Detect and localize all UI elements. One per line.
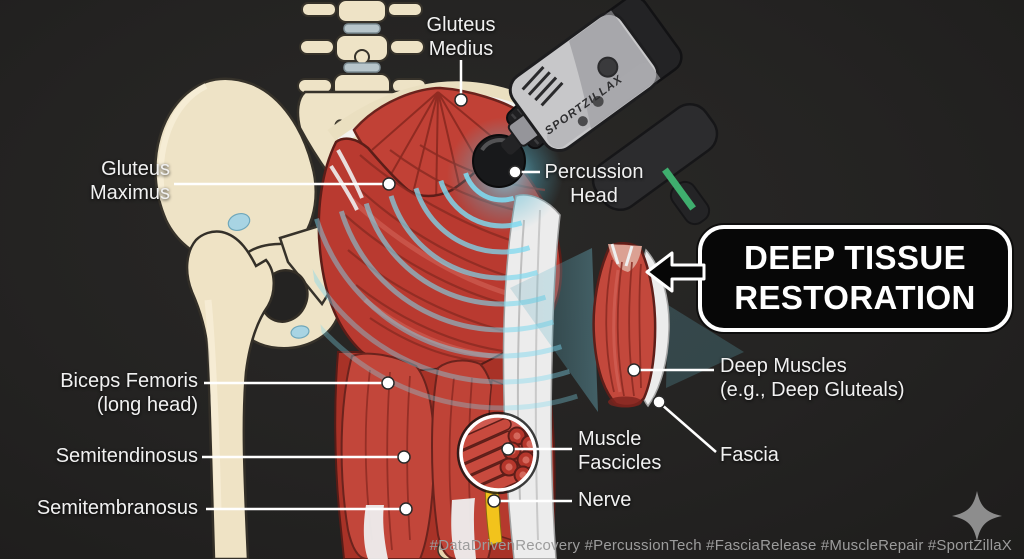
label-gluteus-maximus: Gluteus Maximus [89, 158, 170, 204]
deep-muscle-inset [592, 242, 670, 408]
label-semitendinosus: Semitendinosus [55, 445, 198, 467]
leader-dots [381, 93, 666, 516]
label-fascia: Fascia [720, 444, 779, 466]
femur-bone [185, 230, 275, 559]
zoom-cone-right [666, 305, 744, 388]
label-deep-muscles: Deep Muscles (e.g., Deep Gluteals) [720, 355, 905, 401]
gun-body: SPORTZILLAX [508, 10, 661, 153]
label-gluteus-medius: Gluteus Medius [426, 14, 496, 60]
leader-lines [174, 60, 717, 511]
gun-green-ring [662, 167, 696, 211]
pelvis-bone [154, 77, 350, 350]
footer-hashtags: #DataDrivenRecovery #PercussionTech #Fas… [429, 537, 1012, 554]
percussion-waves [306, 162, 592, 411]
label-semitembranosus: Semitembranosus [36, 497, 198, 519]
label-biceps-femoris: Biceps Femoris (long head) [60, 370, 198, 416]
massage-gun-device: SPORTZILLAX [472, 0, 719, 226]
label-percussion-head: Percussion Head [544, 161, 644, 207]
sparkle-icon [952, 491, 1002, 541]
arrow-left-icon [645, 251, 706, 293]
zoom-cone [510, 248, 598, 412]
label-muscle-fascicles: Muscle Fascicles [578, 428, 662, 474]
label-nerve: Nerve [578, 489, 632, 511]
title-callout: DEEP TISSUE RESTORATION [698, 225, 1012, 332]
spine-bones [297, 0, 427, 99]
